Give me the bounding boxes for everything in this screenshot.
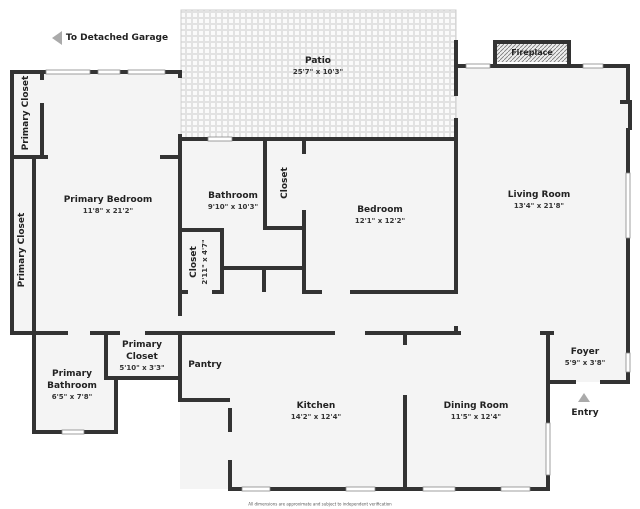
room-name: Primary Bedroom: [63, 195, 153, 205]
garage-link[interactable]: To Detached Garage: [65, 33, 169, 43]
room-name: Closet: [189, 246, 199, 278]
windows: [45, 63, 631, 492]
room-dimensions: 12'1" x 12'2": [354, 217, 406, 225]
room-name: Dining Room: [443, 401, 509, 411]
entry-arrow-icon: [578, 393, 590, 402]
room-dimensions: 2'11" x 4'7": [201, 239, 209, 285]
room-foyer: Foyer 5'9" x 3'8": [565, 346, 605, 368]
room-bedroom: Bedroom 12'1" x 12'2": [355, 204, 405, 226]
room-living-room: Living Room 13'4" x 21'8": [508, 189, 570, 211]
floors: [12, 66, 628, 489]
room-dimensions: 11'8" x 21'2": [82, 207, 134, 215]
room-name: Kitchen: [296, 401, 336, 411]
room-name: Primary: [52, 369, 92, 379]
room-name: Patio: [304, 56, 331, 66]
room-kitchen: Kitchen 14'2" x 12'4": [291, 400, 341, 422]
room-pantry: Pantry: [188, 360, 222, 370]
patio-area: [180, 9, 457, 139]
room-dimensions: 14'2" x 12'4": [290, 413, 342, 421]
room-dining-room: Dining Room 11'5" x 12'4": [444, 400, 509, 422]
walls: [10, 40, 632, 491]
room-dimensions: 5'9" x 3'8": [564, 359, 606, 367]
fireplace-label: Fireplace: [511, 48, 553, 57]
room-primary-closet-side: Primary Closet: [17, 212, 27, 288]
room-name: Living Room: [507, 190, 571, 200]
entry-label: Entry: [571, 408, 599, 418]
room-name: Bathroom: [47, 381, 97, 391]
room-dimensions: 13'4" x 21'8": [513, 202, 565, 210]
room-dimensions: 11'5" x 12'4": [450, 413, 502, 421]
room-name: Primary: [122, 340, 162, 350]
disclaimer: All dimensions are approximate and subje…: [248, 501, 392, 507]
room-primary-closet-bottom: Primary Closet 5'10" x 3'3": [119, 339, 164, 373]
room-small-closet: Closet 2'11" x 4'7": [188, 239, 210, 284]
room-name: Bedroom: [357, 205, 403, 215]
room-closet: Closet: [280, 167, 290, 199]
room-name: Closet: [126, 352, 158, 362]
room-dimensions: 6'5" x 7'8": [51, 393, 93, 401]
room-dimensions: 25'7" x 10'3": [292, 68, 344, 76]
room-patio: Patio 25'7" x 10'3": [293, 55, 343, 77]
garage-arrow-icon: [52, 31, 62, 45]
room-name: Foyer: [570, 347, 600, 357]
room-primary-bedroom: Primary Bedroom 11'8" x 21'2": [64, 194, 153, 216]
room-primary-bathroom: Primary Bathroom 6'5" x 7'8": [47, 368, 97, 402]
room-primary-closet-top: Primary Closet: [21, 75, 31, 151]
room-bathroom: Bathroom 9'10" x 10'3": [208, 190, 258, 212]
room-dimensions: 9'10" x 10'3": [207, 203, 259, 211]
fireplace-hatch: [497, 44, 567, 62]
room-name: Bathroom: [208, 191, 258, 201]
room-dimensions: 5'10" x 3'3": [119, 364, 165, 372]
